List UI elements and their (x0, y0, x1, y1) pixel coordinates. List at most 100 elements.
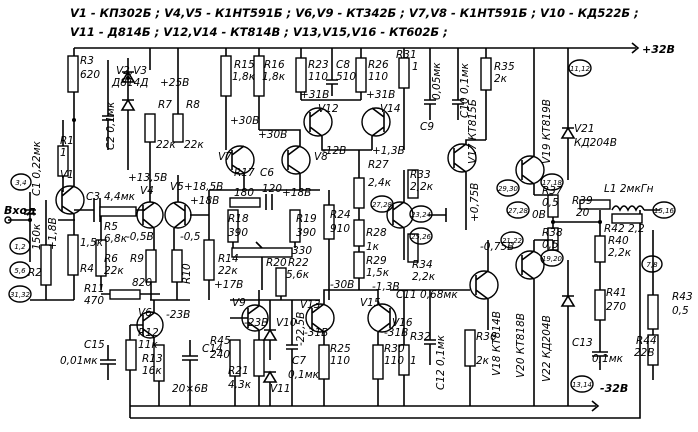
label-r19: R19 (296, 213, 317, 225)
v4-symbol (142, 202, 155, 229)
label-c14: C14 (202, 343, 223, 355)
label-v11: V11 (270, 383, 291, 395)
r29-resistor (353, 251, 365, 279)
label-r35-value: 2к (494, 73, 508, 85)
pin-marker-19-20 (540, 249, 564, 267)
c1-capacitor (24, 192, 36, 220)
label-plus31-a: +31В (300, 89, 329, 101)
input-wiring (29, 200, 75, 301)
label-r1-value: 1 (60, 147, 67, 159)
mid-transistor-symbol (392, 170, 405, 260)
c7-capacitor (286, 300, 298, 406)
v12-v14-wiring (321, 136, 373, 151)
r23-resistor (295, 57, 307, 93)
label-r21-value: 4,3к (228, 379, 252, 391)
label-r38: R38 (542, 227, 563, 239)
label-r22-value: 5,6к (286, 269, 310, 281)
label-r25-value: 110 (330, 355, 350, 367)
label-r4: R4 (80, 263, 94, 275)
pin-marker-21-22 (500, 231, 524, 249)
r22-wiring (230, 257, 320, 301)
label-r32: R32 (410, 331, 431, 343)
label-r38-value: 0,5 (542, 239, 559, 251)
c2-capacitor (102, 60, 114, 150)
header-line-1: V1 - КП302Б ; V4,V5 - К1НТ591Б ; V6,V9 -… (70, 6, 639, 20)
label-r24: R24 (330, 209, 351, 221)
label-r35: R35 (494, 61, 515, 73)
label-c7-value: 0,1мк (288, 369, 320, 381)
label-r20-value: 330 (292, 245, 312, 257)
label-r20: R20 (266, 257, 287, 269)
label-minus23-a: -23В (166, 309, 190, 321)
label-v22: V22 КД204В (541, 315, 553, 382)
r3-resistor (67, 55, 79, 93)
label-r27-value: 2,4к (368, 177, 392, 189)
feedback-line (130, 210, 641, 419)
label-r45-value: 240 (210, 349, 230, 361)
label-v5: V5 (170, 181, 184, 193)
label-v20: V20 КТ818В (515, 313, 527, 378)
r39-resistor (579, 199, 611, 210)
label-c7: C7 (292, 355, 306, 367)
label-r40: R40 (608, 235, 629, 247)
label-r29: R29 (366, 255, 387, 267)
v13-transistor (305, 303, 335, 333)
label-v12: V12 (318, 103, 339, 115)
label-r14: R14 (218, 253, 239, 265)
label-v7: V7 (218, 151, 232, 163)
label-c14-value: 20×6В (172, 383, 208, 395)
input-terminal[interactable] (4, 216, 12, 224)
label-plus30-a: +30В (230, 115, 259, 127)
svg-text:21,22: 21,22 (502, 237, 523, 245)
label-r4-value: 1,5к (80, 237, 104, 249)
r4-resistor (67, 234, 79, 276)
label-c13-value: 0,1мк (592, 353, 624, 365)
r20-wiring (232, 241, 296, 249)
label-r29-value: 1,5к (366, 267, 390, 279)
label-r3-value: 620 (80, 69, 100, 81)
label-minus22-5: -22,5В (295, 312, 307, 346)
pin-marker-1-2 (9, 237, 31, 255)
v4-v5-emitter-wiring (150, 228, 190, 301)
label-minus0-75: -0,75В (480, 241, 514, 253)
label-r39-value: 20 (576, 207, 590, 219)
svg-text:31,32: 31,32 (10, 291, 31, 299)
pin-marker-11-12 (568, 59, 592, 77)
label-r15: R15 (234, 59, 255, 71)
label-r30: R30 (384, 343, 405, 355)
v7-symbol (231, 145, 245, 174)
v21-diode (560, 48, 576, 180)
label-r10: R10 (181, 263, 193, 284)
svg-text:1,2: 1,2 (14, 243, 26, 251)
pin-marker-15-16 (652, 201, 676, 219)
r28-resistor (353, 219, 365, 247)
label-r5-value: 6,8к (104, 233, 128, 245)
label-r13-value: 16к (142, 365, 162, 377)
r36-resistor (464, 329, 476, 367)
label-v6: V6 (138, 307, 152, 319)
r30-resistor (372, 344, 384, 380)
label-r33: R33 (410, 169, 431, 181)
label-r26: R26 (368, 59, 389, 71)
label-v1-bias: +1,8В (47, 217, 59, 250)
label-minus31-a: -31В (304, 327, 328, 339)
label-minus0-5-b: -0,5 (180, 231, 201, 243)
label-r16: R16 (264, 59, 285, 71)
svg-text:25,26: 25,26 (411, 233, 432, 241)
v6-wiring (129, 300, 155, 418)
v10-v11-diodes (262, 300, 278, 406)
label-v14: V14 (380, 103, 401, 115)
label-r22: R22 (288, 257, 309, 269)
r23-r26-wiring (300, 48, 362, 101)
pin-marker-29-30 (496, 179, 520, 197)
v8-transistor (281, 145, 311, 175)
label-c15-value: 0,01мк (60, 355, 98, 367)
label-v4: V4 (140, 185, 154, 197)
label-plus18-55: +18,5В (184, 181, 223, 193)
label-c9: C9 (420, 121, 434, 133)
label-c8-value: 510 (336, 71, 356, 83)
label-v9: V9 (232, 297, 246, 309)
r22-resistor (275, 267, 287, 297)
